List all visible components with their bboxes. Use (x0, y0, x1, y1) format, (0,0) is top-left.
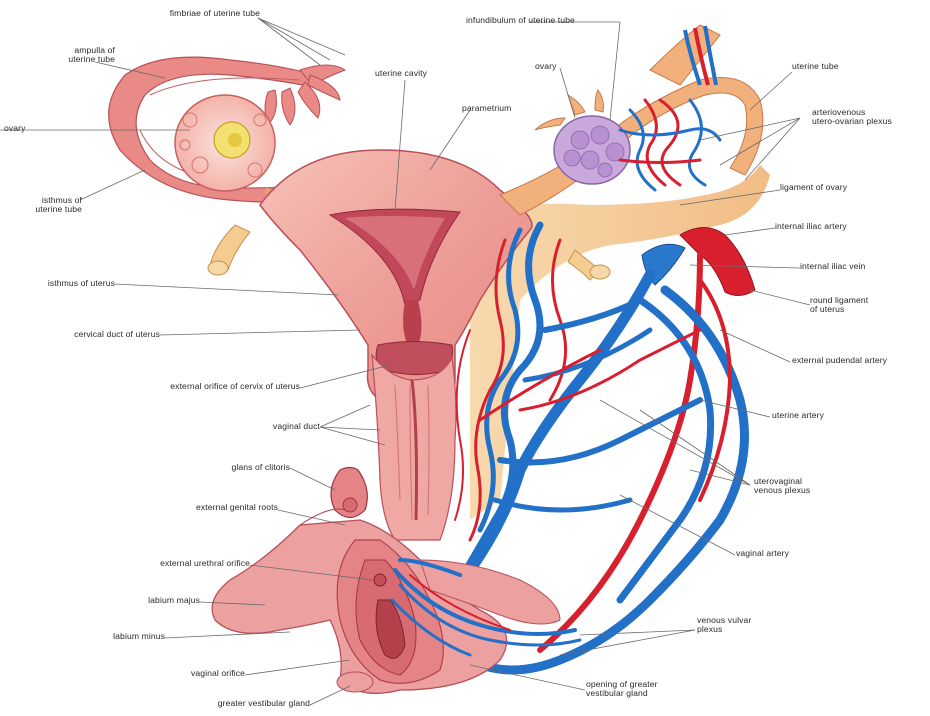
label-isthmus-uterus: isthmus of uterus (20, 279, 115, 288)
label-internal-iliac-artery: internal iliac artery (775, 222, 890, 231)
label-uterine-artery: uterine artery (772, 411, 872, 420)
label-glans: glans of clitoris (180, 463, 290, 472)
label-labium-minus: labium minus (60, 632, 165, 641)
label-vaginal-duct: vaginal duct (220, 422, 320, 431)
label-external-pudendal-artery: external pudendal artery (792, 356, 927, 365)
vagina (372, 355, 456, 540)
label-vaginal-artery: vaginal artery (736, 549, 836, 558)
cervical-duct (403, 300, 421, 345)
label-uterine-cavity: uterine cavity (375, 69, 485, 78)
label-venous-vulvar-plexus: venous vulvar plexus (697, 616, 797, 634)
label-arteriovenous-plexus: arteriovenous utero-ovarian plexus (812, 108, 927, 126)
urethral-orifice (374, 574, 386, 586)
label-vaginal-orifice: vaginal orifice (130, 669, 245, 678)
label-ovary-right: ovary (535, 62, 585, 71)
label-parametrium: parametrium (462, 104, 562, 113)
label-internal-iliac-vein: internal iliac vein (800, 262, 910, 271)
label-genital-roots: external genital roots (140, 503, 278, 512)
label-opening-gland: opening of greater vestibular gland (586, 680, 716, 698)
label-fimbriae: fimbriae of uterine tube (120, 9, 260, 18)
label-infundibulum: infundibulum of uterine tube (466, 16, 626, 25)
label-ligament-ovary: ligament of ovary (780, 183, 890, 192)
label-external-orifice: external orifice of cervix of uterus (100, 382, 300, 391)
label-cervical-duct: cervical duct of uterus (40, 330, 160, 339)
label-ovary-left: ovary (4, 124, 44, 133)
label-greater-vestibular-gland: greater vestibular gland (150, 699, 310, 708)
label-uterine-tube: uterine tube (792, 62, 892, 71)
internal-iliac-artery (680, 228, 755, 296)
label-labium-majus: labium majus (90, 596, 200, 605)
label-isthmus-tube: isthmus of uterine tube (0, 196, 82, 214)
label-round-ligament: round ligament of uterus (810, 296, 920, 314)
label-uterovaginal-plexus: uterovaginal venous plexus (754, 477, 854, 495)
label-ampulla: ampulla of uterine tube (20, 46, 115, 64)
cervix (376, 342, 452, 375)
label-urethral-orifice: external urethral orifice (85, 559, 250, 568)
